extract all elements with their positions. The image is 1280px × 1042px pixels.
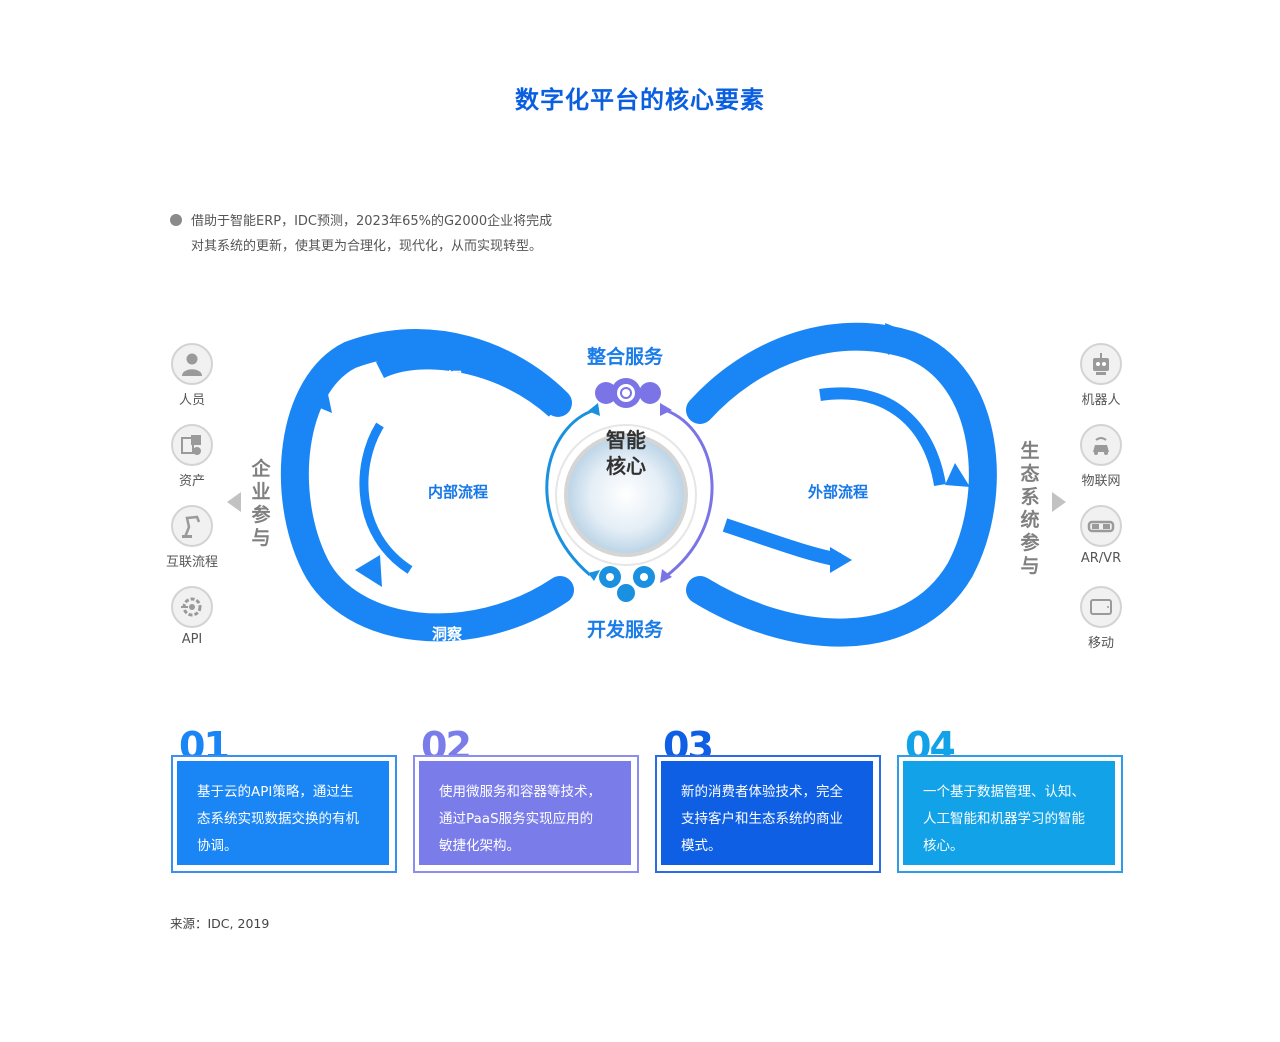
- left-item-person: 人员: [162, 343, 222, 408]
- right-top-arrow: [885, 323, 920, 355]
- right-mid-arrow: [830, 547, 852, 573]
- right-item-arvr: AR/VR: [1071, 505, 1131, 566]
- right-item-label: 机器人: [1081, 393, 1121, 408]
- card-number: 03: [663, 725, 712, 755]
- card-number: 04: [905, 725, 954, 755]
- card-text-line: 协调。: [197, 838, 238, 854]
- integration-service-label: 整合服务: [587, 346, 664, 368]
- note-line-1: 借助于智能ERP，IDC预测，2023年65%的G2000企业将完成: [191, 214, 553, 229]
- insight-label: 洞察: [432, 625, 463, 643]
- note-line-2: 对其系统的更新，使其更为合理化，现代化，从而实现转型。: [191, 239, 543, 254]
- connector-arrowhead: [588, 403, 600, 416]
- right-inner-arc: [819, 387, 946, 487]
- right-item-label: 移动: [1087, 636, 1114, 651]
- infinity-diagram: 整合服务 开发服务 智能 核心 数据 内部流程 洞察 数据 外部流程 行动: [270, 315, 1010, 675]
- vr-glasses-icon: [1080, 505, 1122, 547]
- tablet-icon: [1080, 586, 1122, 628]
- left-item-label: 互联流程: [165, 555, 218, 570]
- card-text-line: 模式。: [681, 838, 722, 854]
- core-disc: [564, 433, 688, 557]
- card-text-line: 人工智能和机器学习的智能: [923, 811, 1085, 827]
- card-04: 04 一个基于数据管理、认知、 人工智能和机器学习的智能 核心。: [897, 725, 1123, 873]
- page-title: 数字化平台的核心要素: [515, 86, 765, 114]
- right-up-arrow: [945, 463, 970, 487]
- card-text-line: 通过PaaS服务实现应用的: [439, 811, 594, 827]
- core-line-1: 智能: [606, 428, 646, 452]
- bullet-dot: [170, 214, 182, 226]
- intelligent-core: 智能 核心: [585, 427, 667, 479]
- card-text-line: 态系统实现数据交换的有机: [197, 811, 359, 827]
- left-item-label: API: [181, 632, 203, 647]
- right-heading: 生态系统参与: [1020, 440, 1040, 577]
- development-gears-icon: [599, 566, 655, 602]
- left-inner-arc: [359, 422, 413, 574]
- left-bottom-arrow: [355, 555, 382, 587]
- right-data-label: 数据: [825, 364, 856, 382]
- card-body: 一个基于数据管理、认知、 人工智能和机器学习的智能 核心。: [903, 761, 1115, 865]
- connector-arrowhead: [660, 403, 672, 416]
- right-item-label: 物联网: [1081, 474, 1121, 489]
- core-line-2: 核心: [606, 454, 646, 478]
- left-item-label: 人员: [178, 393, 205, 408]
- left-arrow-icon: [227, 492, 241, 512]
- card-text-line: 敏捷化架构。: [439, 838, 520, 854]
- left-top-band: [375, 351, 562, 417]
- connector-arrowhead: [588, 570, 600, 581]
- right-outer-band: [686, 322, 997, 647]
- external-process-label: 外部流程: [808, 483, 869, 501]
- source-note: 来源：IDC, 2019: [170, 916, 270, 931]
- left-item-label: 资产: [178, 474, 205, 489]
- card-body: 基于云的API策略，通过生 态系统实现数据交换的有机 协调。: [177, 761, 389, 865]
- asset-icon: [171, 424, 213, 466]
- card-number: 01: [179, 725, 228, 755]
- card-text-line: 支持客户和生态系统的商业: [681, 811, 843, 827]
- card-text-line: 核心。: [923, 838, 964, 854]
- right-lower-band: [722, 518, 842, 567]
- card-body: 新的消费者体验技术，完全 支持客户和生态系统的商业 模式。: [661, 761, 873, 865]
- right-arrow-icon: [1052, 492, 1066, 512]
- left-outer-band: [280, 329, 574, 642]
- card-02: 02 使用微服务和容器等技术， 通过PaaS服务实现应用的 敏捷化架构。: [413, 725, 639, 873]
- right-item-robot: 机器人: [1071, 343, 1131, 408]
- left-item-asset: 资产: [162, 424, 222, 489]
- card-text-line: 基于云的API策略，通过生: [197, 784, 354, 800]
- left-item-api: API: [162, 586, 222, 647]
- development-service-label: 开发服务: [587, 619, 664, 641]
- card-text-line: 新的消费者体验技术，完全: [681, 784, 843, 800]
- person-icon: [171, 343, 213, 385]
- left-item-process: 互联流程: [162, 505, 222, 570]
- action-label: 行动: [825, 596, 856, 614]
- card-body: 使用微服务和容器等技术， 通过PaaS服务实现应用的 敏捷化架构。: [419, 761, 631, 865]
- left-data-label: 数据: [432, 369, 463, 387]
- api-gear-icon: [171, 586, 213, 628]
- infinity-loop-graphic: [280, 322, 997, 647]
- car-wifi-icon: [1080, 424, 1122, 466]
- robot-arm-icon: [171, 505, 213, 547]
- intro-note: 借助于智能ERP，IDC预测，2023年65%的G2000企业将完成 对其系统的…: [170, 209, 630, 259]
- internal-process-label: 内部流程: [428, 483, 489, 501]
- robot-icon: [1080, 343, 1122, 385]
- card-text-line: 一个基于数据管理、认知、: [923, 784, 1085, 800]
- left-connector-arc: [545, 408, 596, 577]
- right-item-label: AR/VR: [1080, 551, 1122, 566]
- card-number: 02: [421, 725, 470, 755]
- connector-arrowhead: [660, 569, 672, 583]
- card-text-line: 使用微服务和容器等技术，: [439, 784, 601, 800]
- right-outer-arc: [908, 331, 992, 568]
- right-connector-arc: [664, 408, 714, 579]
- right-item-mobile: 移动: [1071, 586, 1131, 651]
- integration-gears-icon: [595, 378, 661, 408]
- left-heading: 企业参与: [251, 458, 271, 549]
- card-01: 01 基于云的API策略，通过生 态系统实现数据交换的有机 协调。: [171, 725, 397, 873]
- left-up-arrow: [308, 380, 332, 413]
- card-03: 03 新的消费者体验技术，完全 支持客户和生态系统的商业 模式。: [655, 725, 881, 873]
- right-item-iot: 物联网: [1071, 424, 1131, 489]
